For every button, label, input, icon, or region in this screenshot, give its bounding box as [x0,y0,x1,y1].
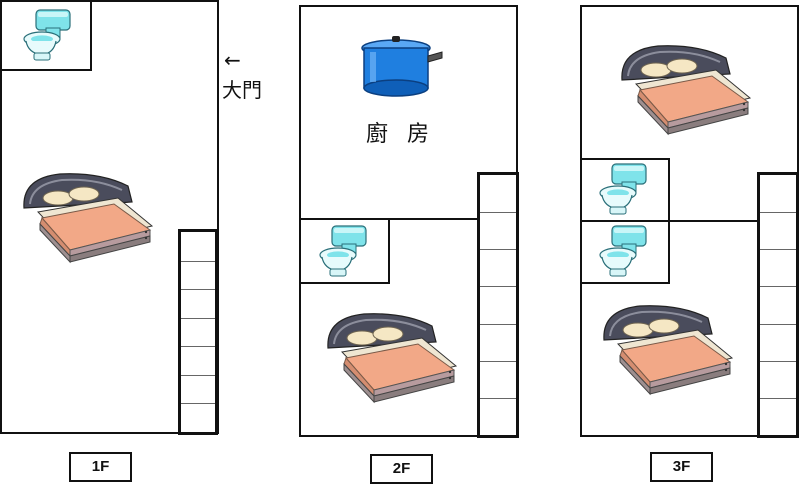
main-door-arrow: ← [224,48,241,72]
stair-step [760,360,796,362]
stair-step [760,323,796,325]
floor-1f-outline [0,0,219,434]
floor-1f-staircase [178,229,218,435]
kitchen-label: 廚 房 [366,122,435,147]
stair-step [181,317,215,319]
stair-step [480,360,516,362]
stair-step [181,346,215,348]
stair-step [760,286,796,288]
bed-icon [23,173,154,264]
stair-step [181,260,215,262]
stair-step [480,249,516,251]
stair-step [480,323,516,325]
main-door-label: 大門 [222,78,262,102]
floor-2f-toilet-room [299,218,390,284]
stair-step [181,374,215,376]
floor-1f-label: 1F [69,452,132,482]
floor-3f-divider [668,220,758,222]
stair-step [181,289,215,291]
floor-2f-label: 2F [370,454,433,484]
stair-step [181,403,215,405]
floor-3f-toilet-room-lower [580,220,670,284]
floor-2f-staircase [477,172,519,438]
stair-step [480,212,516,214]
cooking-pot-icon [361,36,443,97]
toilet-icon [599,163,647,215]
toilet-icon [23,9,71,61]
stair-step [760,397,796,399]
stair-step [480,286,516,288]
toilet-icon [599,225,647,277]
toilet-icon [319,225,367,277]
bed-icon [327,313,458,404]
floor-3f-staircase [757,172,799,438]
stair-step [760,212,796,214]
bed-icon [603,305,734,396]
floor-3f-label: 3F [650,452,713,482]
bed-icon [621,45,752,136]
stair-step [760,249,796,251]
stair-step [480,397,516,399]
floor-1f-toilet-room [0,0,92,71]
